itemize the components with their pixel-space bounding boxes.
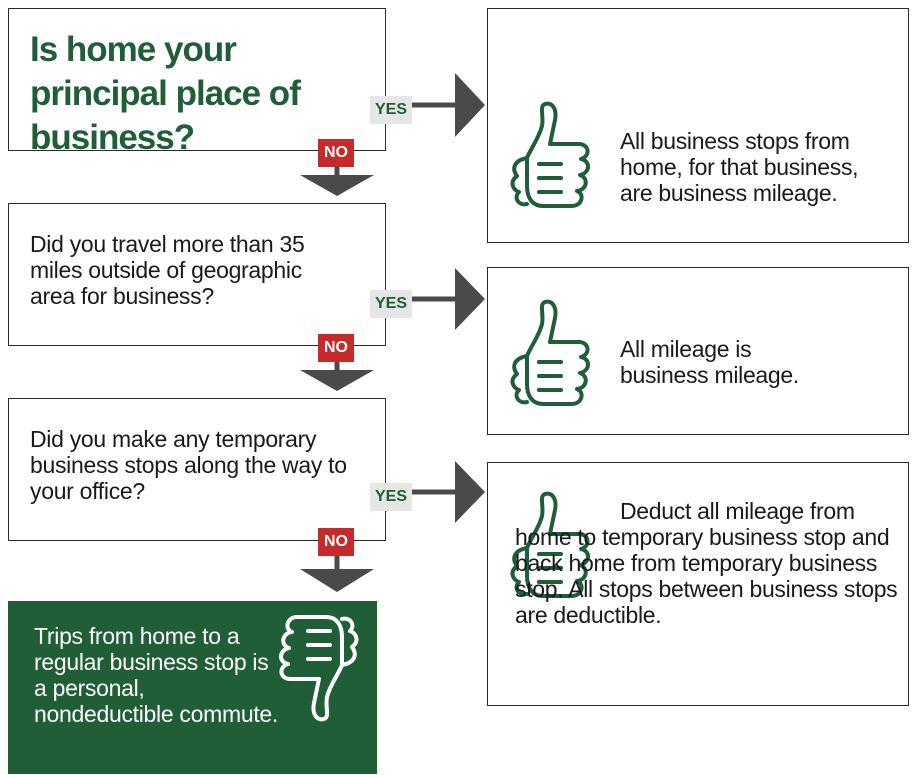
answer-text-3: Deduct all mileage from home to temporar…	[515, 498, 905, 628]
answer-text-3-inner: Deduct all mileage from home to temporar…	[515, 498, 898, 628]
thumbs-down-icon	[279, 615, 359, 722]
answer-text-2: All mileage is business mileage.	[620, 336, 800, 388]
question-title: Is home your principal place of business…	[30, 30, 301, 157]
question-box-3	[8, 398, 386, 541]
answer-text-1: All business stops from home, for that b…	[620, 128, 859, 206]
answer-box-1	[487, 8, 909, 243]
question-text-3: Did you make any temporary business stop…	[30, 426, 347, 504]
no-label-2: NO	[318, 334, 354, 362]
question-box-1	[8, 8, 386, 151]
final-outcome-text: Trips from home to a regular business st…	[34, 623, 278, 727]
thumbs-up-icon	[510, 299, 590, 406]
thumbs-up-icon	[510, 491, 590, 598]
no-label-1: NO	[318, 139, 354, 167]
answer-box-2	[487, 267, 909, 435]
question-text-2: Did you travel more than 35 miles outsid…	[30, 231, 305, 309]
thumbs-up-icon	[510, 101, 590, 208]
yes-label-2: YES	[370, 290, 413, 318]
yes-label-1: YES	[370, 96, 413, 124]
question-box-2	[8, 203, 386, 346]
no-label-3: NO	[318, 528, 354, 556]
yes-label-3: YES	[370, 483, 413, 511]
final-outcome-box: Trips from home to a regular business st…	[8, 601, 377, 774]
